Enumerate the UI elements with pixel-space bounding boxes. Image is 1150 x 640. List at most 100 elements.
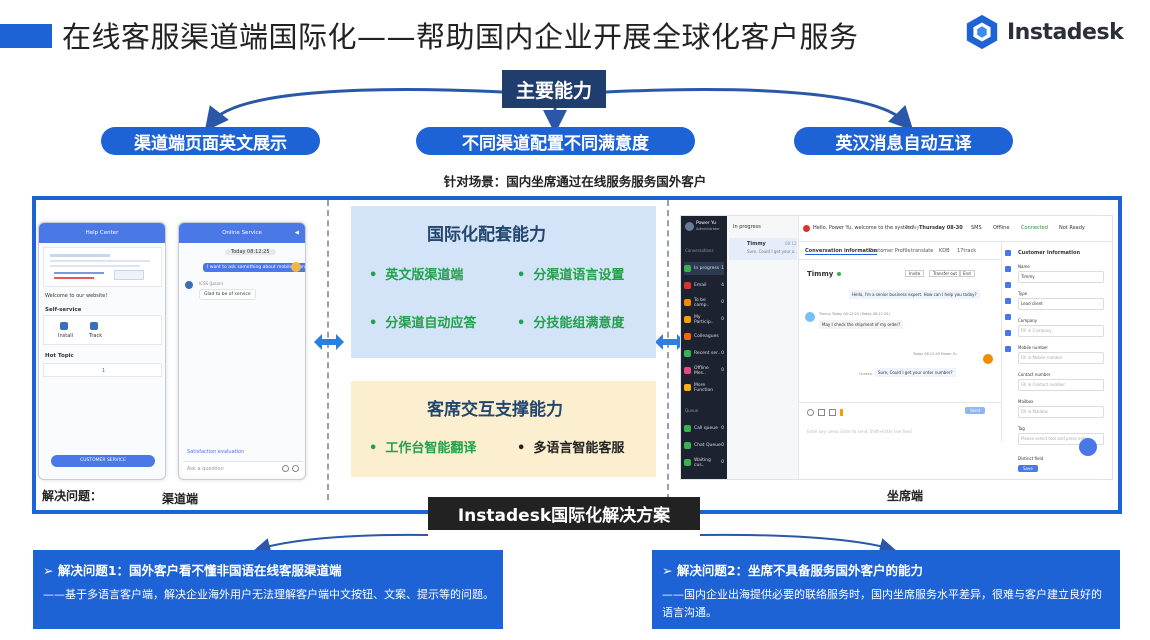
note-icon[interactable] (1005, 314, 1011, 320)
sidebar-item-waiting-customers[interactable]: Waiting cus..0 (684, 456, 724, 469)
page-title: 在线客服渠道端国际化——帮助国内企业开展全球化客户服务 (62, 20, 859, 54)
install-label: Install (58, 333, 74, 339)
self-service-heading: Self-service (45, 307, 82, 313)
solution-banner: Instadesk国际化解决方案 (428, 497, 700, 530)
scenario-caption: 针对场景：国内坐席通过在线服务服务国外客户 (443, 174, 707, 189)
list-icon[interactable] (1005, 266, 1011, 272)
agent-avatar (685, 222, 694, 231)
sidebar-item-more-function[interactable]: More Function (684, 381, 724, 394)
sidebar-item-colleagues[interactable]: Colleagues (684, 330, 724, 343)
knowledge-icon[interactable] (1005, 346, 1011, 352)
conversation-tabs: Conversation information Customer Profil… (799, 242, 1001, 260)
file-icon[interactable] (829, 409, 836, 416)
sidebar-item-recent-service[interactable]: Recent ser..0 (684, 347, 724, 360)
send-button[interactable]: Send (965, 407, 986, 414)
tab-conversation-information[interactable]: Conversation information (805, 248, 878, 255)
track-icon (90, 322, 98, 330)
agent-desk-mockup: Power Yu Administrator Conversations In … (680, 215, 1113, 480)
capability-multilingual-bot: •多语言智能客服 (517, 441, 625, 456)
chatbot-icon[interactable] (1079, 438, 1097, 456)
customer-avatar (805, 312, 815, 322)
volume-icon[interactable]: ◀ (294, 230, 299, 236)
today-date: Thursday 08-30 (919, 225, 963, 231)
chat-area: Timmy Invite Transfer out End Hello, I'm… (799, 260, 1001, 479)
help-center-banner (43, 247, 162, 287)
sidebar-item-my-participation[interactable]: My Particip..0 (684, 313, 724, 326)
image-icon[interactable] (818, 409, 825, 416)
capability-pill-satisfaction: 不同渠道配置不同满意度 (416, 127, 695, 155)
conversation-item-timmy[interactable]: Timmy 08:12 Sure, Could I get your o.. (729, 238, 797, 260)
online-service-header: Online Service ◀ (179, 223, 305, 243)
tab-translate[interactable]: translate (911, 248, 934, 254)
agent-message: Glad to be of service (199, 289, 256, 300)
status-not-ready[interactable]: Not Ready (1059, 225, 1085, 231)
field-mobile-input[interactable]: Fill in Mobile number (1018, 352, 1104, 364)
field-label-type: Type (1018, 291, 1028, 296)
add-icon[interactable] (292, 465, 299, 472)
agent-reply-message: Sure, Could I get your order number? (875, 368, 956, 377)
field-mailbox-input[interactable]: Fill in Mailbox (1018, 406, 1104, 418)
satisfaction-link[interactable]: Satisfaction evaluation (187, 449, 245, 455)
agent-message-meta: Today 08:12:45 Power Yu (913, 352, 957, 356)
user-icon[interactable] (1005, 250, 1011, 256)
desk-top-bar: Hello, Power Yu, welcome to the system! … (799, 216, 1112, 242)
invite-button[interactable]: Invite (905, 270, 925, 277)
history-icon[interactable] (1005, 282, 1011, 288)
field-type-select[interactable]: Lead client (1018, 298, 1104, 310)
read-status: Unread (859, 372, 872, 376)
side-tool-icons (1001, 242, 1013, 442)
tab-17track[interactable]: 17track (957, 248, 977, 254)
tab-kdb[interactable]: KDB (939, 248, 950, 254)
online-service-title: Online Service (222, 230, 262, 236)
field-contact-input[interactable]: Fill in Contact number (1018, 379, 1104, 391)
status-offline[interactable]: Offline (993, 225, 1010, 231)
agent-avatar (185, 281, 193, 289)
status-connected[interactable]: Connected (1021, 225, 1048, 231)
welcome-greeting: Hello, Power Yu, welcome to the system! (813, 225, 915, 231)
capability-english-channel: •英文版渠道端 (369, 268, 464, 283)
field-tag-input[interactable]: Please select tool and press enter (1018, 433, 1104, 445)
field-label-tag: Tag (1018, 426, 1025, 431)
user-message: I want to ask something about mobile pho… (203, 263, 305, 272)
transfer-out-button[interactable]: Transfer out (929, 270, 961, 277)
reply-input-hint: Enter key: press Enter to send, Shift+En… (807, 429, 912, 434)
sidebar-item-offline-messages[interactable]: Offline Mes..0 (684, 364, 724, 377)
reply-editor[interactable]: Send Enter key: press Enter to send, Shi… (799, 402, 1001, 479)
agent-user-role: Administrator (696, 227, 720, 231)
ticket-icon[interactable] (1005, 330, 1011, 336)
close-icon[interactable] (803, 225, 810, 232)
end-button[interactable]: End (959, 270, 975, 277)
chat-input-bar: Ask a question (183, 461, 303, 475)
chat-contact-name: Timmy (807, 270, 834, 278)
status-sms[interactable]: SMS (971, 225, 982, 231)
field-name-input[interactable]: Timmy (1018, 271, 1104, 283)
lightning-icon[interactable] (840, 409, 843, 416)
help-center-welcome: Welcome to our website! (45, 293, 108, 299)
field-label-company: Company (1018, 318, 1038, 323)
conversations-label: Conversations (685, 248, 714, 253)
order-icon[interactable] (1005, 298, 1011, 304)
capability-skill-satisfaction: •分技能组满意度 (517, 316, 625, 331)
contact-preview: Sure, Could I get your o.. (747, 249, 797, 254)
install-icon (60, 322, 68, 330)
problem-1-title: ➢ 解决问题1：国外客户看不懂非国语在线客服渠道端 (43, 563, 342, 578)
customer-service-button[interactable]: CUSTOMER SERVICE (51, 455, 155, 467)
field-company-input[interactable]: Fill in Company (1018, 325, 1104, 337)
customer-info-title: Customer Information (1018, 250, 1081, 256)
hot-topic-card[interactable]: 1 (43, 363, 162, 377)
tab-customer-profile[interactable]: Customer Profile (869, 248, 911, 254)
chat-input[interactable]: Ask a question (187, 466, 224, 472)
sidebar-item-to-be-completed[interactable]: To be comp..0 (684, 296, 724, 309)
emoji-icon[interactable] (807, 409, 814, 416)
instadesk-logo: Instadesk (963, 10, 1133, 54)
customer-message: May I check the shipment of my order? (819, 320, 904, 329)
channel-side-label: 渠道端 (162, 492, 199, 506)
international-capability-title: 国际化配套能力 (427, 225, 546, 245)
emoji-icon[interactable] (282, 465, 289, 472)
self-service-card: Install Track (43, 315, 162, 345)
save-button[interactable]: Save (1018, 465, 1038, 472)
